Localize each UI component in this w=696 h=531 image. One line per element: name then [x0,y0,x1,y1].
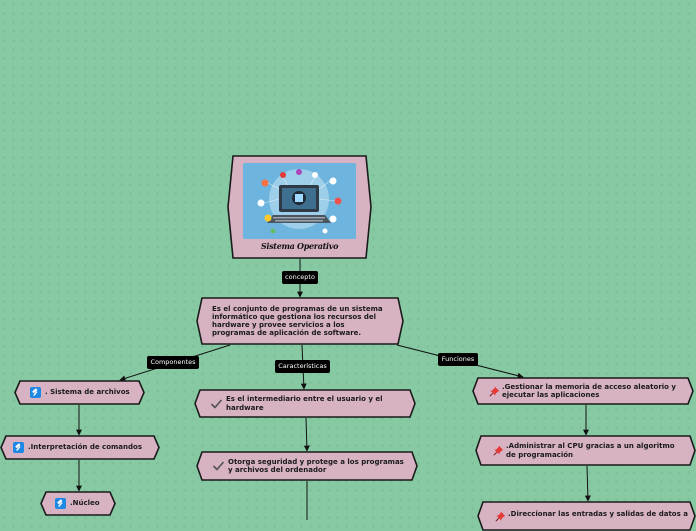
pin-icon [493,445,504,456]
mind-map-canvas: Sistema Operativo concepto Componentes C… [0,155,696,531]
funcion-text-1: .Gestionar la memoria de acceso aleatori… [502,382,676,399]
hammer-icon [30,387,41,398]
caracteristica-text-2: Otorga seguridad y protege a los program… [228,457,404,474]
link-label-concepto: concepto [282,271,318,284]
componente-node-1-shape [14,380,145,405]
pin-icon [489,386,500,397]
componente-node-3-shape [40,491,116,516]
definition-node-shape [196,297,404,345]
funcion-text-3: .Direccionar las entradas y salidas de d… [508,510,688,518]
hammer-icon [55,498,66,509]
componente-node-3[interactable]: .Núcleo [40,491,116,516]
line-fun2-to-fun3 [584,465,591,502]
link-label-componentes: Componentes [147,356,199,369]
line-car1-to-car2 [303,417,310,452]
caracteristica-node-2[interactable]: Otorga seguridad y protege a los program… [196,451,418,481]
funcion-node-1-shape [472,377,694,405]
caracteristica-node-2-shape [196,451,418,481]
check-icon [213,461,224,471]
funcion-node-3[interactable]: .Direccionar las entradas y salidas de d… [477,501,696,531]
caracteristica-node-1-shape [194,389,416,418]
computer-technology-icon [243,163,356,239]
componente-node-2[interactable]: .Interpretación de comandos [0,435,160,460]
caracteristica-node-1[interactable]: Es el intermediario entre el usuario y e… [194,389,416,418]
hammer-icon [13,442,24,453]
root-title: Sistema Operativo [260,241,339,251]
definition-node[interactable]: Es el conjunto de programas de un sistem… [196,297,404,345]
funcion-node-2-shape [475,435,696,466]
componente-node-2-shape [0,435,160,460]
funcion-node-1[interactable]: .Gestionar la memoria de acceso aleatori… [472,377,694,405]
link-label-caracteristicas: Características [275,360,330,373]
componente-node-1[interactable]: . Sistema de archivos [14,380,145,405]
root-node[interactable]: Sistema Operativo [227,155,372,259]
componente-text-2: .Interpretación de comandos [28,443,142,452]
componente-text-3: .Núcleo [70,499,100,508]
definition-text: Es el conjunto de programas de un sistem… [212,304,383,338]
caracteristica-text-1: Es el intermediario entre el usuario y e… [226,395,383,412]
link-label-funciones: Funciones [438,353,478,366]
funcion-node-2[interactable]: .Administrar al CPU gracias a un algorit… [475,435,696,466]
check-icon [211,399,222,409]
pin-icon [495,511,506,522]
componente-text-1: . Sistema de archivos [45,388,130,397]
funcion-text-2: .Administrar al CPU gracias a un algorit… [506,442,675,459]
